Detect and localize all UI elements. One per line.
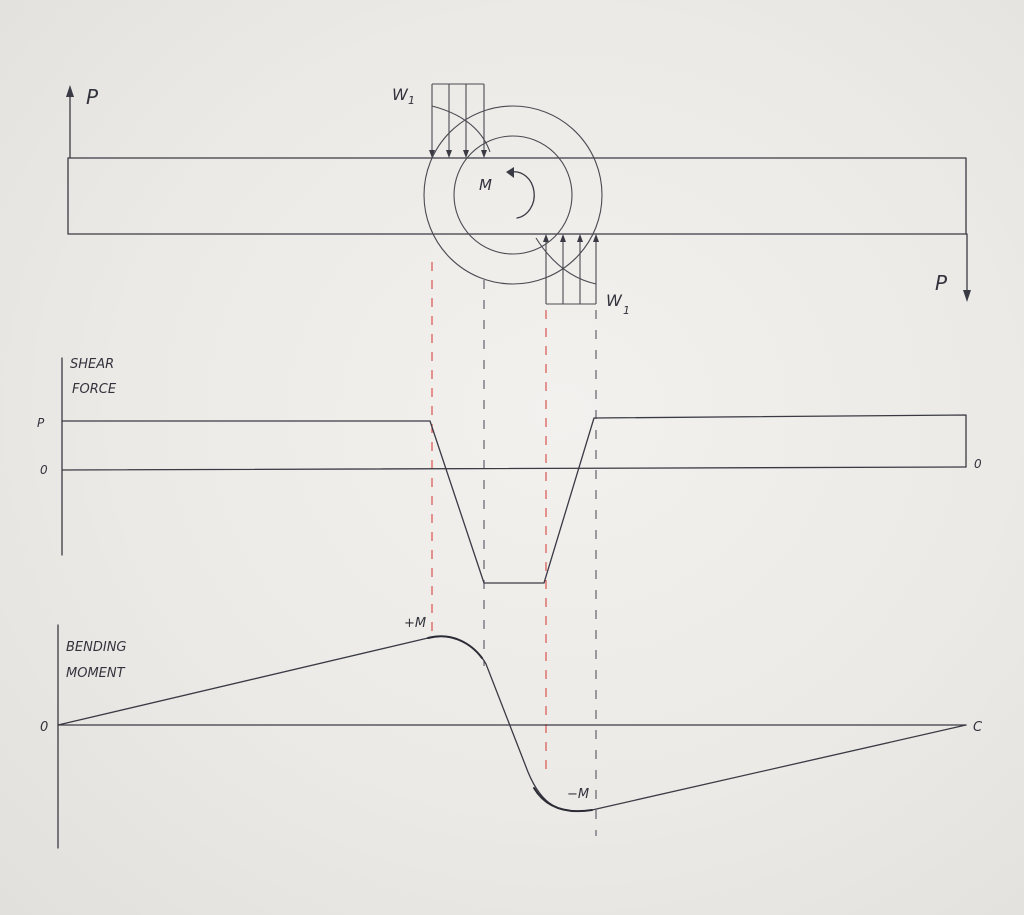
bending-moment-diagram: BENDING MOMENT 0 C +M −M bbox=[40, 616, 983, 849]
shear-label-line2: FORCE bbox=[72, 382, 117, 397]
bending-moment-curve bbox=[57, 635, 967, 812]
bending-trough-highlight bbox=[533, 787, 593, 813]
moment-arrowhead bbox=[506, 167, 514, 178]
bending-label-line1: BENDING bbox=[66, 640, 127, 655]
bending-tick-zero: 0 bbox=[40, 720, 48, 735]
bottom-distributed-load bbox=[543, 234, 599, 305]
top-load-label: W bbox=[392, 85, 409, 104]
shear-baseline bbox=[61, 466, 967, 471]
shear-force-curve bbox=[61, 414, 967, 584]
left-load-arrowhead bbox=[66, 85, 74, 97]
beam-group: P P W 1 W bbox=[66, 83, 971, 317]
bottom-load-label-sub: 1 bbox=[623, 304, 630, 317]
top-load-arc bbox=[431, 105, 491, 153]
bending-end-zero: C bbox=[973, 720, 983, 735]
right-load-arrowhead bbox=[963, 290, 971, 302]
bending-peak-negative: −M bbox=[567, 787, 589, 802]
bending-peak-highlight bbox=[427, 635, 483, 659]
right-load-label: P bbox=[935, 271, 948, 295]
shear-end-zero: 0 bbox=[974, 457, 982, 471]
shear-tick-zero: 0 bbox=[40, 463, 48, 477]
guide-lines bbox=[431, 262, 597, 836]
shear-tick-p: P bbox=[37, 416, 45, 430]
moment-arrow bbox=[510, 171, 535, 219]
top-load-label-sub: 1 bbox=[408, 94, 415, 107]
bending-peak-positive: +M bbox=[404, 616, 426, 631]
bending-label-line2: MOMENT bbox=[66, 666, 126, 681]
bottom-load-label: W bbox=[606, 291, 623, 310]
left-load-label: P bbox=[86, 85, 99, 109]
bottom-load-arc bbox=[535, 237, 597, 285]
inner-circle bbox=[453, 135, 573, 255]
shear-force-diagram: SHEAR FORCE P 0 0 bbox=[37, 357, 982, 584]
beam-body bbox=[67, 157, 967, 235]
outer-circle bbox=[423, 105, 603, 285]
shear-label-line1: SHEAR bbox=[70, 357, 114, 372]
moment-label: M bbox=[479, 176, 492, 194]
